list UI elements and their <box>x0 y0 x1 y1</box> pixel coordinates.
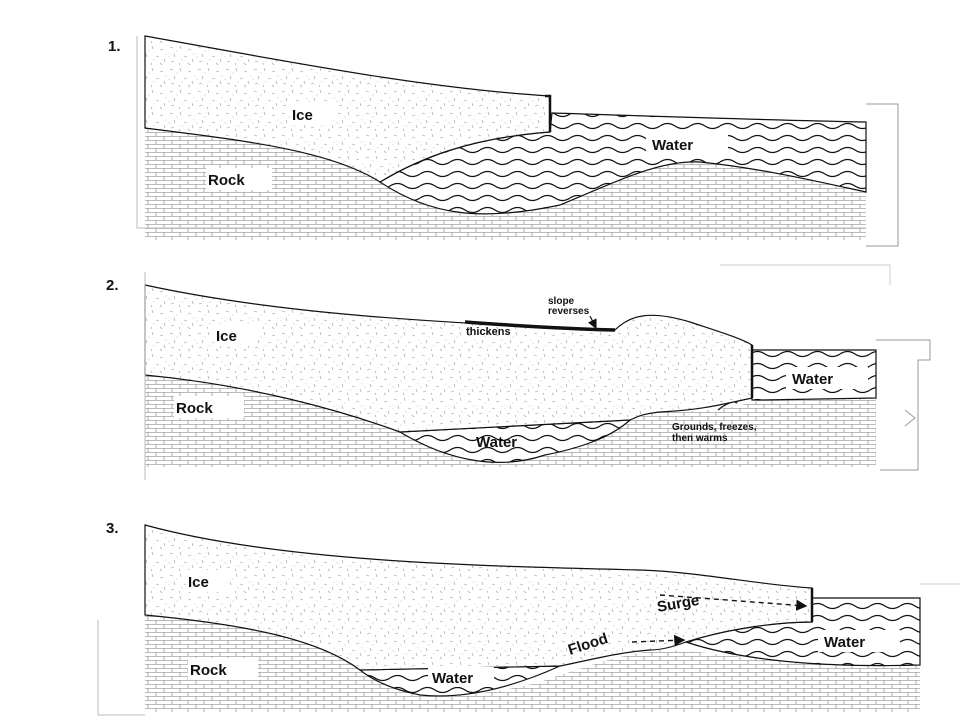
panel-2-rock-label: Rock <box>176 400 213 417</box>
panel-1-number: 1. <box>108 38 121 55</box>
panel-1-ice <box>144 35 551 183</box>
panel-2-subglacial-water-label: Water <box>476 434 517 451</box>
panel-1-water-label: Water <box>652 137 693 154</box>
panel-2-rock <box>145 375 876 467</box>
panel-1: Ice Rock Water <box>136 35 899 247</box>
panel-3-ice <box>144 524 813 671</box>
panel-2-sea-water-label: Water <box>792 371 833 388</box>
panel-1-rock-label: Rock <box>208 172 245 189</box>
panel-3-surge-arrow <box>659 594 808 611</box>
panel-2-grounds-label-line2: then warms <box>672 433 728 444</box>
panel-2-thickens-label: thickens <box>466 326 511 338</box>
panel-3-rock-label: Rock <box>190 662 227 679</box>
panel-2-subglacial-water <box>398 419 632 463</box>
panel-2-slope-label-line1: slope <box>548 296 575 307</box>
panel-3-rock <box>145 615 920 712</box>
panel-2-ice-label: Ice <box>216 328 237 345</box>
panel-3-ice-label: Ice <box>188 574 209 591</box>
panel-2-grounds-label-line1: Grounds, freezes, <box>672 422 757 433</box>
panel-3: Ice Rock Water Water Surge Flood <box>97 524 960 716</box>
panel-2-slope-label-line2: reverses <box>548 306 590 317</box>
panel-1-rock <box>145 128 866 240</box>
panel-2-ice <box>144 284 753 433</box>
panel-3-sea-water-label: Water <box>824 634 865 651</box>
panel-1-ice-label: Ice <box>292 107 313 124</box>
panel-3-subglacial-water-label: Water <box>432 670 473 687</box>
panel-3-number: 3. <box>106 520 119 537</box>
panel-2: Ice Rock Water Water slope reverses thic… <box>144 264 931 480</box>
panel-2-number: 2. <box>106 277 119 294</box>
